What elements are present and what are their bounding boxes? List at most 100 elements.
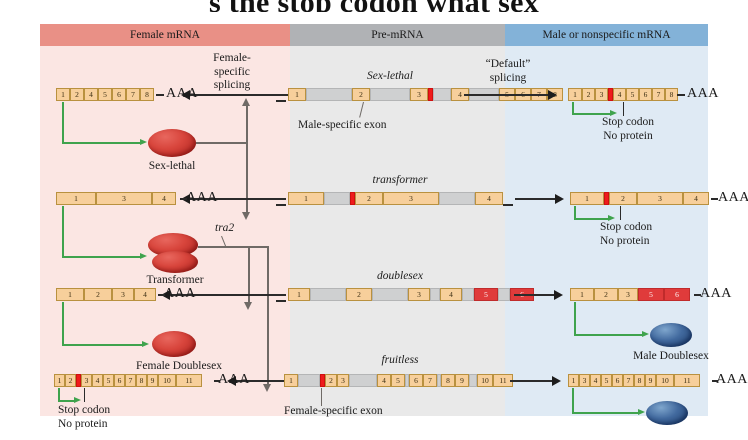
column-pre-mrna: Pre-mRNA <box>290 24 505 416</box>
exon-box-8: 8 <box>140 88 154 101</box>
orf-arrow-head-sxl-male <box>610 110 617 116</box>
intron-segment <box>498 288 510 301</box>
column-body-male <box>505 46 708 416</box>
exon-box-6: 6 <box>409 374 423 387</box>
exon-box-1: 1 <box>568 374 579 387</box>
intron-segment <box>437 374 441 387</box>
poly-a-tail-sxl-male: AAA <box>687 86 719 101</box>
exon-box-5: 5 <box>391 374 405 387</box>
translation-line-v-tra <box>62 206 64 258</box>
exon-box-11: 11 <box>176 374 202 387</box>
intron-segment <box>298 374 320 387</box>
regulation-line-sxl-vertical <box>246 106 248 214</box>
translation-arrow-head-dsx <box>142 341 149 347</box>
column-header-male-mrna: Male or nonspecific mRNA <box>505 24 708 46</box>
orf-line-h-tra-male <box>574 218 610 220</box>
protein-label-male-doublesex: Male Doublesex <box>633 350 709 362</box>
translation-line-v-dsx-male <box>574 302 576 336</box>
exon-box-2: 2 <box>594 288 618 301</box>
poly-a-tail-sxl-female: AAA <box>166 86 198 101</box>
exon-box-3: 3 <box>637 192 683 205</box>
translation-line-h-dsx-male <box>574 334 644 336</box>
exon-box-9: 9 <box>455 374 469 387</box>
annotation-stop-codon-fru-female: Stop codon No protein <box>58 404 111 430</box>
exon-box-10: 10 <box>477 374 493 387</box>
arrow-head-default-splicing-tra <box>555 194 564 204</box>
poly-a-dash-dsx-male <box>694 294 701 296</box>
annotation-stop-codon-sxl-male: Stop codon No protein <box>601 116 655 142</box>
orf-arrow-head-tra-male <box>608 215 615 221</box>
exon-box-3: 3 <box>337 374 349 387</box>
translation-arrow-head-fru-male <box>638 409 645 415</box>
poly-a-dash-tra-male <box>711 198 718 200</box>
alternative-exon-marker <box>608 88 613 101</box>
poly-a-dash-dsx-female <box>158 294 165 296</box>
poly-a-dash-sxl-female <box>156 94 164 96</box>
exon-box-1: 1 <box>288 88 306 101</box>
orf-line-h-fru-female <box>58 400 76 402</box>
column-male-mrna: Male or nonspecific mRNA <box>505 24 708 416</box>
protein-male-doublesex <box>650 323 692 347</box>
exon-box-3: 3 <box>410 88 428 101</box>
protein-label-transformer: Transformer <box>146 274 204 286</box>
exon-box-6: 6 <box>639 88 652 101</box>
premrna-tra-right-dash <box>503 204 513 206</box>
exon-box-6: 6 <box>664 288 690 301</box>
exon-box-3: 3 <box>81 374 92 387</box>
exon-box-3: 3 <box>595 88 608 101</box>
regulation-line-sxl-out <box>196 142 248 144</box>
exon-box-6: 6 <box>114 374 125 387</box>
annotation-default-splicing: “Default” splicing <box>485 58 531 84</box>
protein-sex-lethal <box>148 129 196 157</box>
regulation-arrow-down-tra-fru <box>263 384 271 392</box>
exon-box-1: 1 <box>56 88 70 101</box>
column-header-female-mrna: Female mRNA <box>40 24 290 46</box>
alternative-exon-marker <box>76 374 81 387</box>
exon-box-8: 8 <box>136 374 147 387</box>
exon-box-4: 4 <box>475 192 503 205</box>
exon-box-7: 7 <box>125 374 136 387</box>
poly-a-dash-fru-male <box>712 380 718 382</box>
translation-arrow-head-tra <box>140 253 147 259</box>
stop-codon-bar-fru-female <box>84 388 86 402</box>
poly-a-tail-tra-female: AAA <box>186 190 218 205</box>
orf-line-v-sxl-male <box>572 102 574 115</box>
gene-label-fruitless: fruitless <box>381 354 419 366</box>
exon-box-3: 3 <box>383 192 439 205</box>
exon-box-3: 3 <box>408 288 430 301</box>
exon-box-4: 4 <box>152 192 176 205</box>
premrna-tra-left-dash <box>276 204 286 206</box>
exon-box-5: 5 <box>103 374 114 387</box>
annotation-female-specific-exon: Female-specific exon <box>284 405 383 417</box>
intron-segment <box>430 288 440 301</box>
exon-box-1: 1 <box>288 192 324 205</box>
splicing-cascade-figure: Female mRNA Pre-mRNA Male or nonspecific… <box>40 24 748 430</box>
exon-box-5: 5 <box>638 288 664 301</box>
translation-line-h-dsx <box>62 344 144 346</box>
exon-box-5: 5 <box>474 288 498 301</box>
exon-box-3: 3 <box>579 374 590 387</box>
arrow-head-default-splicing-dsx <box>554 290 563 300</box>
arrow-head-female-splicing-sxl <box>181 90 190 100</box>
exon-box-2: 2 <box>609 192 637 205</box>
exon-box-5: 5 <box>98 88 112 101</box>
translation-line-v-sxl <box>62 102 64 144</box>
alternative-exon-marker <box>320 374 325 387</box>
exon-box-1: 1 <box>570 192 604 205</box>
exon-box-10: 10 <box>656 374 674 387</box>
poly-a-tail-fru-male: AAA <box>716 372 748 387</box>
poly-a-dash-fru-female <box>214 380 220 382</box>
exon-box-9: 9 <box>147 374 158 387</box>
exon-box-1: 1 <box>570 288 594 301</box>
intron-segment <box>469 374 477 387</box>
cofactor-label-tra2: tra2 <box>215 222 235 234</box>
exon-box-6: 6 <box>612 374 623 387</box>
orf-arrow-head-fru-female <box>74 397 81 403</box>
arrow-line-female-splicing-sxl <box>190 94 288 96</box>
orf-line-v-tra-male <box>574 206 576 220</box>
arrow-head-default-splicing-fru <box>552 376 561 386</box>
